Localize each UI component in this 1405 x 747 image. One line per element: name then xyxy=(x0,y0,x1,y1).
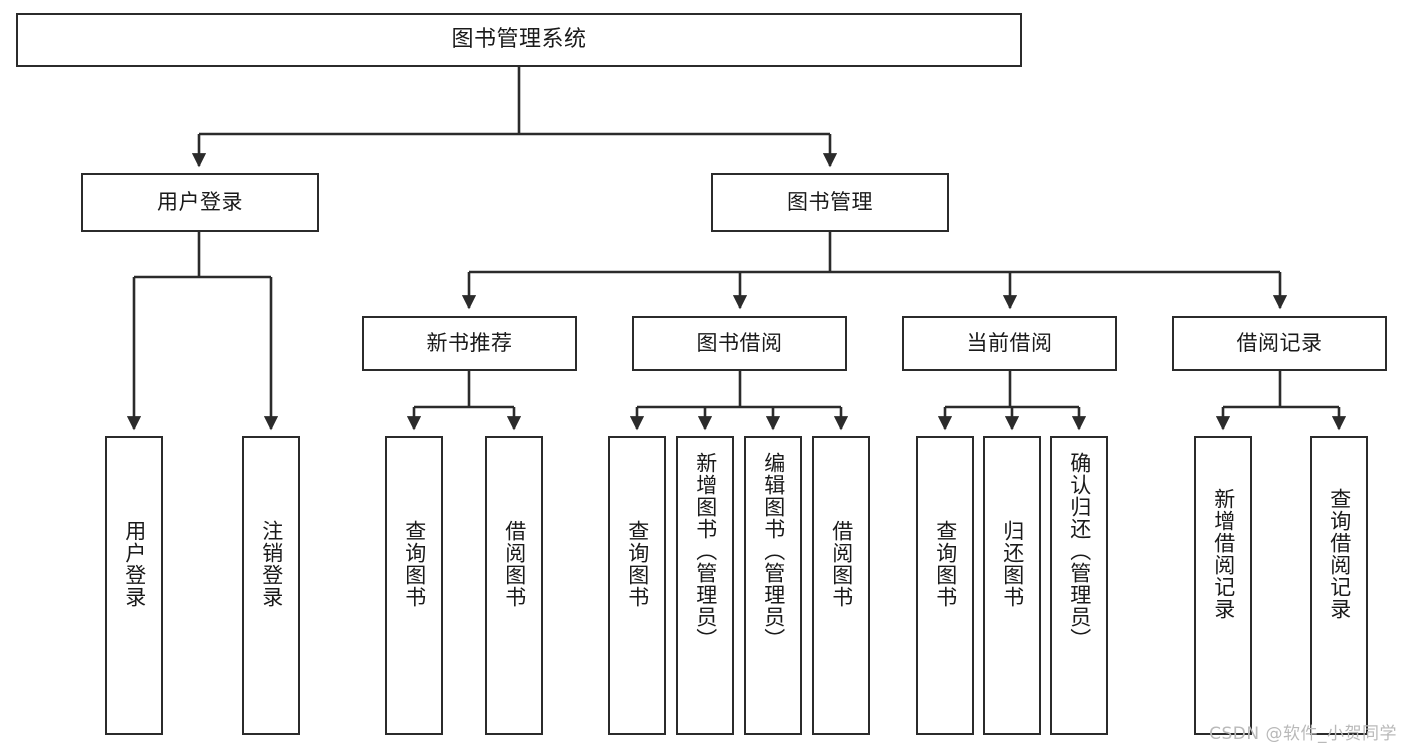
node-label: 图书管理系统 xyxy=(451,26,587,52)
node-book-borrow[interactable]: 图书借阅 xyxy=(632,316,847,371)
leaf-label: 注销登录 xyxy=(259,520,284,608)
node-user-login[interactable]: 用户登录 xyxy=(81,173,319,232)
leaf-edit-book-admin[interactable]: 编辑图书（管理员） xyxy=(744,436,802,735)
leaf-query-borrow-record[interactable]: 查询借阅记录 xyxy=(1310,436,1368,735)
leaf-label: 借阅图书 xyxy=(829,520,854,608)
leaf-label: 查询图书 xyxy=(933,520,958,608)
leaf-label: 新增图书（管理员） xyxy=(693,452,718,650)
leaf-label: 用户登录 xyxy=(122,520,147,608)
leaf-confirm-return-admin[interactable]: 确认归还（管理员） xyxy=(1050,436,1108,735)
node-root-system[interactable]: 图书管理系统 xyxy=(16,13,1022,67)
leaf-label: 查询借阅记录 xyxy=(1327,488,1352,620)
node-book-management[interactable]: 图书管理 xyxy=(711,173,949,232)
leaf-return-book[interactable]: 归还图书 xyxy=(983,436,1041,735)
leaf-add-borrow-record[interactable]: 新增借阅记录 xyxy=(1194,436,1252,735)
leaf-borrow-book-recommend[interactable]: 借阅图书 xyxy=(485,436,543,735)
leaf-borrow-book[interactable]: 借阅图书 xyxy=(812,436,870,735)
leaf-add-book-admin[interactable]: 新增图书（管理员） xyxy=(676,436,734,735)
leaf-label: 归还图书 xyxy=(1000,520,1025,608)
node-new-book-recommend[interactable]: 新书推荐 xyxy=(362,316,577,371)
leaf-label: 编辑图书（管理员） xyxy=(761,452,786,650)
leaf-query-book-current[interactable]: 查询图书 xyxy=(916,436,974,735)
node-label: 用户登录 xyxy=(157,189,243,214)
leaf-label: 借阅图书 xyxy=(502,520,527,608)
node-borrow-record[interactable]: 借阅记录 xyxy=(1172,316,1387,371)
leaf-logout[interactable]: 注销登录 xyxy=(242,436,300,735)
node-label: 新书推荐 xyxy=(426,330,513,355)
node-label: 借阅记录 xyxy=(1236,330,1323,355)
leaf-query-book-recommend[interactable]: 查询图书 xyxy=(385,436,443,735)
leaf-label: 查询图书 xyxy=(402,520,427,608)
leaf-label: 确认归还（管理员） xyxy=(1067,452,1092,650)
node-label: 图书借阅 xyxy=(696,330,783,355)
leaf-user-login[interactable]: 用户登录 xyxy=(105,436,163,735)
node-label: 图书管理 xyxy=(787,189,873,214)
node-current-borrow[interactable]: 当前借阅 xyxy=(902,316,1117,371)
node-label: 当前借阅 xyxy=(966,330,1053,355)
csdn-watermark: CSDN @软件_小贺同学 xyxy=(1209,724,1397,744)
leaf-label: 新增借阅记录 xyxy=(1211,488,1236,620)
leaf-label: 查询图书 xyxy=(625,520,650,608)
leaf-query-book-borrow[interactable]: 查询图书 xyxy=(608,436,666,735)
